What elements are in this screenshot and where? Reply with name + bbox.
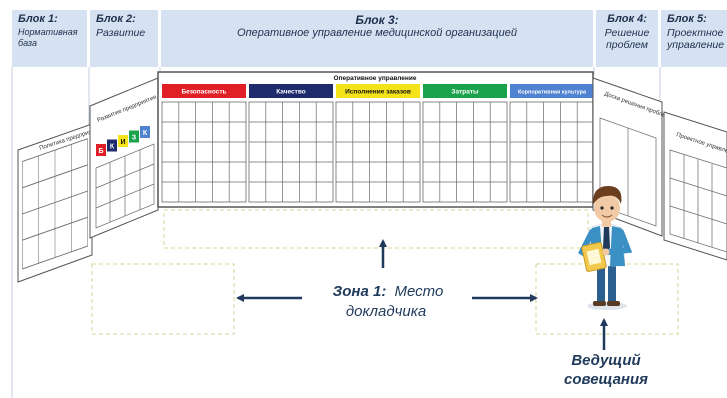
block-3-subtitle: Оперативное управление медицинской орган…	[237, 27, 517, 39]
letter-tile: К	[140, 126, 150, 138]
category-grid	[422, 101, 508, 203]
category-grid	[161, 101, 247, 203]
block-5-subtitle: Проектное управление	[667, 27, 725, 51]
project-board: Проектное управление	[663, 111, 727, 261]
category-column: Безопасность	[161, 84, 247, 203]
category-label: Качество	[276, 89, 306, 96]
category-label: Корпоративная культура	[518, 90, 587, 96]
zone-left	[91, 263, 235, 335]
category-header	[510, 84, 594, 98]
block-2-title: Блок 2:	[96, 13, 136, 25]
block-4-header: Блок 4: Решение проблем	[596, 10, 658, 67]
letter-tile-text: Б	[98, 148, 103, 155]
block-3-title: Блок 3:	[355, 13, 399, 27]
letter-tile-text: К	[143, 130, 148, 137]
zone-label-bold: Зона 1:	[333, 283, 387, 300]
policy-grid	[22, 138, 88, 270]
arrows	[236, 239, 608, 350]
category-header	[423, 84, 507, 98]
category-column: Исполнение заказов	[335, 84, 421, 203]
block-5-header: Блок 5: Проектное управление	[661, 10, 727, 67]
category-header	[162, 84, 246, 98]
block-4-subtitle: Решение проблем	[604, 27, 650, 51]
category-header	[249, 84, 333, 98]
category-columns: Безопасность Качество Исполнение заказов За…	[161, 84, 595, 203]
block-1-subtitle: Нормативная база	[18, 27, 78, 48]
leader-label-line1: Ведущий	[571, 352, 640, 369]
zone-label-line2: докладчика	[346, 303, 426, 320]
block-1-title: Блок 1:	[18, 13, 58, 25]
letter-tile-text: И	[120, 139, 125, 146]
zone-label-rest: Место	[395, 283, 444, 300]
zone-label: Зона 1: Место	[333, 283, 444, 300]
zone-right	[535, 263, 679, 335]
category-header	[336, 84, 420, 98]
category-grid	[248, 101, 334, 203]
zone-center	[163, 209, 589, 249]
category-label: Безопасность	[181, 89, 226, 96]
category-column: Затраты	[422, 84, 508, 203]
operational-board: Оперативное управление Безопасность Качес…	[157, 71, 595, 208]
operational-board-title: Оперативное управление	[334, 75, 417, 82]
presenter-figure-icon	[578, 186, 633, 310]
category-label: Затраты	[451, 89, 479, 96]
category-label: Исполнение заказов	[345, 89, 411, 96]
letter-tile: З	[129, 130, 139, 143]
leader-label-line2: совещания	[564, 371, 648, 388]
block-2-subtitle: Развитие	[96, 27, 146, 39]
block-2-header: Блок 2: Развитие	[90, 10, 158, 67]
block-3-header: Блок 3: Оперативное управление медицинск…	[161, 10, 593, 67]
letter-tile: И	[118, 135, 128, 147]
block-4-title: Блок 4:	[607, 13, 647, 25]
development-grid	[95, 143, 155, 229]
category-column: Корпоративная культура	[509, 84, 595, 203]
policy-board: Политика предприятия	[17, 123, 102, 283]
letter-tile: Б	[96, 144, 106, 156]
letter-tile-text: З	[132, 135, 137, 142]
category-column: Качество	[248, 84, 334, 203]
letter-tile: К	[107, 139, 117, 152]
block-1-header: Блок 1: Нормативная база	[12, 10, 87, 67]
letter-tile-text: К	[110, 144, 115, 151]
block-5-title: Блок 5:	[667, 13, 707, 25]
category-grid	[335, 101, 421, 203]
